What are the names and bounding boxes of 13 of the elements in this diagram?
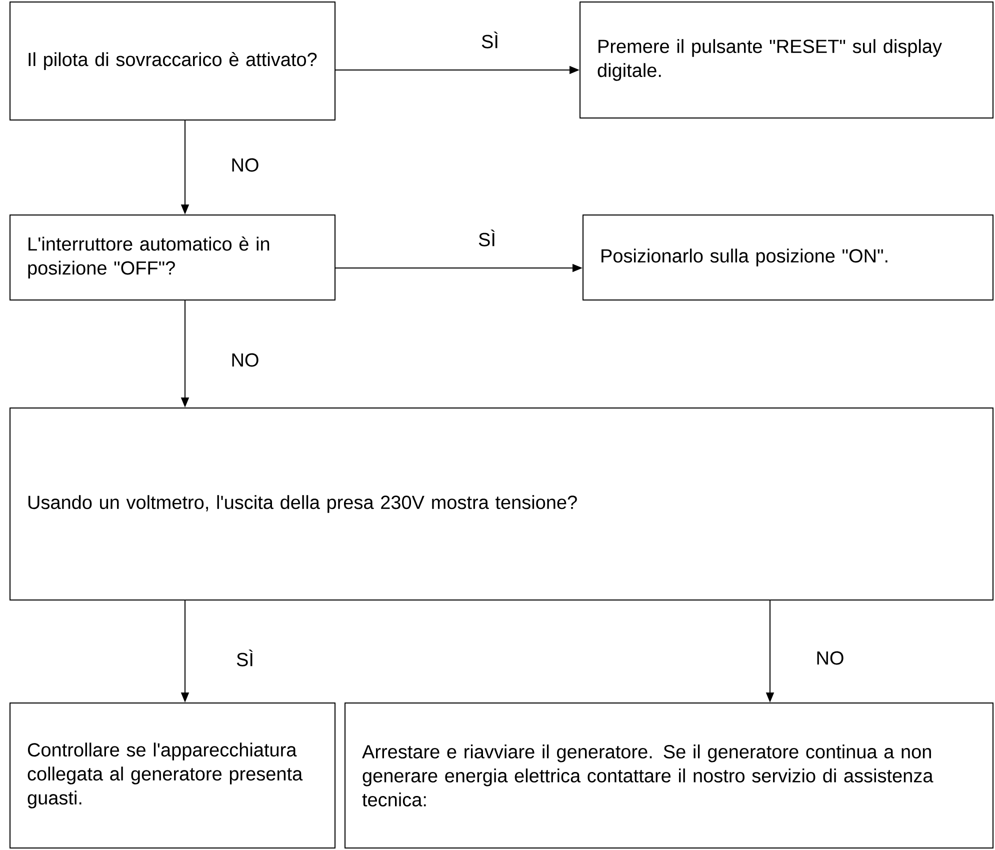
process-box: Posizionarlo sulla posizione "ON". (582, 214, 994, 300)
edge-label: SÌ (480, 30, 500, 50)
edge-label: NO (230, 157, 260, 173)
process-box: L'interruttore automatico è in posizione "OFF"? (10, 214, 336, 300)
edge-label: NO (230, 352, 260, 368)
edge-label: SÌ (235, 648, 255, 668)
edge-label: SÌ (477, 228, 497, 248)
process-box: Il pilota di sovraccarico è attivato? (10, 1, 336, 120)
process-box: Usando un voltmetro, l'uscita della presa 230V mostra tensione? (10, 407, 994, 600)
process-box: Premere il pulsante "RESET" sul display digitale. (580, 1, 994, 118)
process-box: Arrestare e riavviare il generatore. Se il generatore continua a non generare energia elettrica contattare il nostro servizio di assistenza tecnica: (344, 702, 994, 848)
process-box: Controllare se l'apparecchiatura collegata al generatore presenta guasti. (10, 702, 336, 848)
edge-label: NO (814, 650, 846, 666)
